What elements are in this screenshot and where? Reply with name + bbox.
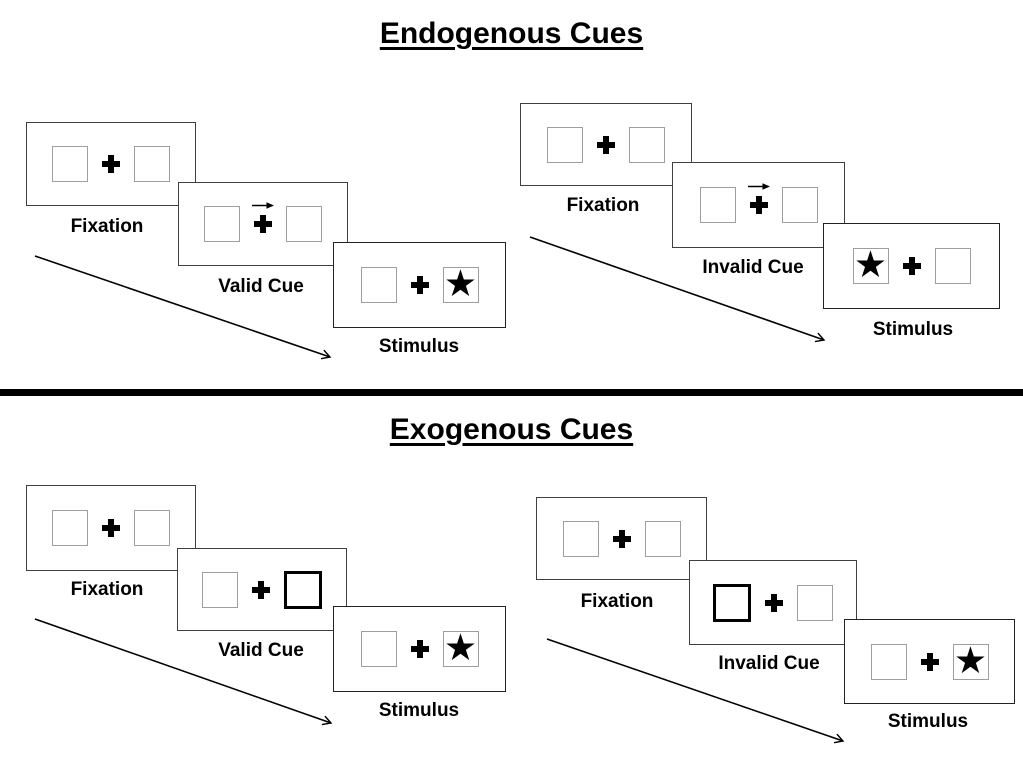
placeholder-box-left — [52, 146, 88, 182]
placeholder-box-right — [134, 510, 170, 546]
fixation-cross-icon — [252, 580, 270, 599]
fixation-cross-icon — [410, 640, 429, 658]
endogenous-valid-fixation-panel — [26, 122, 196, 206]
placeholder-box-right — [629, 126, 665, 163]
endogenous-valid-stimulus-panel: ★ — [333, 242, 506, 328]
exogenous-valid-fixation-panel — [26, 485, 196, 571]
fixation-cross — [252, 202, 274, 233]
panel-label-stimulus: Stimulus — [378, 336, 460, 357]
panel-label-fixation: Fixation — [580, 591, 654, 612]
fixation-cross-icon — [102, 155, 120, 173]
panel-label-fixation: Fixation — [70, 216, 144, 237]
placeholder-box-right — [781, 187, 818, 223]
timeline-arrow-icon — [34, 618, 331, 723]
placeholder-box-left — [360, 631, 397, 667]
star-box: ★ — [442, 262, 479, 305]
fixation-cross — [101, 519, 121, 537]
placeholder-box-right — [286, 206, 322, 242]
fixation-cross-icon — [765, 593, 783, 612]
star-box: ★ — [852, 243, 889, 286]
fixation-cross-icon — [749, 196, 768, 214]
fixation-cross — [764, 593, 784, 612]
fixation-cross — [251, 580, 271, 599]
endogenous-invalid-cue-panel — [672, 162, 845, 248]
cue-arrow-icon — [252, 202, 274, 209]
placeholder-box-left — [699, 187, 736, 223]
star-icon: ★ — [443, 262, 478, 305]
star-icon: ★ — [443, 626, 478, 669]
cue-highlight-box — [284, 570, 322, 609]
cue-highlight-box — [713, 583, 751, 622]
panel-label-fixation: Fixation — [566, 195, 640, 216]
fixation-cross — [902, 257, 922, 275]
fixation-cross — [747, 183, 770, 214]
endogenous-invalid-stimulus-panel: ★ — [823, 223, 1000, 309]
fixation-cross-icon — [410, 276, 429, 294]
exogenous-valid-cue-panel — [177, 548, 347, 631]
panel-label-stimulus: Stimulus — [887, 711, 969, 732]
star-icon: ★ — [953, 638, 988, 682]
placeholder-box-left — [52, 510, 88, 546]
endogenous-section-title: Endogenous Cues — [379, 17, 644, 50]
panel-label-stimulus: Stimulus — [378, 700, 460, 721]
placeholder-box-right — [644, 520, 681, 557]
timeline-arrow-icon — [34, 255, 330, 357]
exogenous-valid-stimulus-panel: ★ — [333, 606, 506, 692]
fixation-cross — [920, 652, 940, 671]
panel-label-fixation: Fixation — [70, 579, 144, 600]
placeholder-box-left — [360, 267, 397, 303]
timeline-arrow-icon — [529, 236, 824, 340]
placeholder-box-left — [562, 520, 599, 557]
panel-label-cue: Valid Cue — [218, 276, 304, 297]
panel-label-cue: Invalid Cue — [702, 257, 804, 278]
placeholder-box-left — [202, 571, 238, 608]
placeholder-box-left — [204, 206, 240, 242]
placeholder-box-right — [797, 584, 833, 621]
star-box: ★ — [442, 626, 479, 669]
endogenous-valid-cue-panel — [178, 182, 348, 266]
panel-label-stimulus: Stimulus — [872, 319, 954, 340]
fixation-cross-icon — [612, 529, 631, 548]
star-icon: ★ — [853, 243, 888, 286]
placeholder-box-right — [934, 248, 971, 284]
star-box: ★ — [952, 638, 989, 682]
fixation-cross-icon — [920, 652, 939, 671]
fixation-cross-icon — [102, 519, 120, 537]
exogenous-invalid-fixation-panel — [536, 497, 707, 580]
fixation-cross — [596, 135, 616, 154]
placeholder-box-left — [547, 126, 583, 163]
endogenous-invalid-fixation-panel — [520, 103, 692, 186]
fixation-cross — [612, 529, 632, 548]
placeholder-box-right — [134, 146, 170, 182]
fixation-cross-icon — [902, 257, 921, 275]
fixation-cross — [410, 276, 430, 294]
panel-label-cue: Valid Cue — [218, 640, 304, 661]
exogenous-invalid-stimulus-panel: ★ — [844, 619, 1015, 704]
panel-label-cue: Invalid Cue — [718, 653, 820, 674]
fixation-cross-icon — [254, 215, 272, 233]
exogenous-invalid-cue-panel — [689, 560, 857, 645]
fixation-cross — [101, 155, 121, 173]
fixation-cross-icon — [597, 135, 615, 154]
exogenous-section-title: Exogenous Cues — [389, 413, 634, 446]
placeholder-box-left — [870, 643, 907, 680]
fixation-cross — [410, 640, 430, 658]
cue-arrow-icon — [747, 183, 770, 190]
section-divider — [0, 389, 1023, 396]
